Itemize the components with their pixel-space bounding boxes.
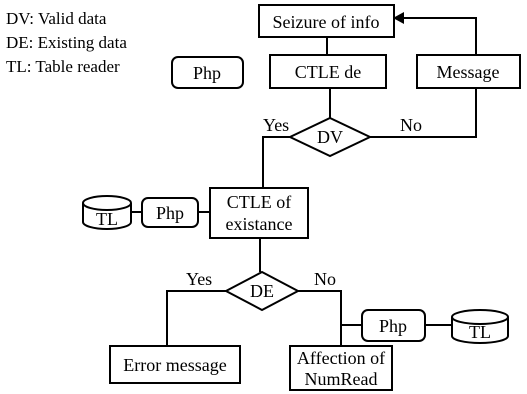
edge-message-to-seizure xyxy=(402,17,477,55)
node-tl-right-label: TL xyxy=(469,322,491,342)
connectors xyxy=(130,12,477,346)
node-message: Message xyxy=(416,54,521,89)
node-ctle-de-label: CTLE de xyxy=(295,62,361,82)
edge-de-no-to-affection xyxy=(298,290,342,346)
node-error-message-label: Error message xyxy=(123,355,226,375)
node-de-decision: DE xyxy=(223,270,301,312)
node-php-right: Php xyxy=(361,309,426,342)
edge-de-yes-label: Yes xyxy=(186,269,212,289)
edge-dv-yes-label: Yes xyxy=(263,115,289,135)
node-dv-label: DV xyxy=(317,127,343,147)
node-ctle-exist-line1: CTLE of xyxy=(227,192,292,212)
node-ctle-exist-line2: existance xyxy=(226,214,293,234)
node-php-top: Php xyxy=(171,56,244,89)
node-affection-line2: NumRead xyxy=(305,369,378,389)
edge-dv-yes-to-ctle-exist xyxy=(262,136,290,188)
node-de-label: DE xyxy=(250,281,274,301)
node-seizure-of-info: Seizure of info xyxy=(258,4,395,38)
node-ctle-existance: CTLE of existance xyxy=(209,187,309,239)
node-tl-left-label: TL xyxy=(96,209,118,229)
node-ctle-de: CTLE de xyxy=(269,54,387,89)
edge-dv-no-to-message xyxy=(370,88,477,138)
node-php-left-label: Php xyxy=(156,203,184,223)
node-affection-numread: Affection of NumRead xyxy=(289,345,393,391)
arrowhead xyxy=(393,12,404,24)
legend-de: DE: Existing data xyxy=(6,33,127,52)
node-tl-left-cylinder: TL xyxy=(82,195,132,230)
node-message-label: Message xyxy=(437,62,500,82)
node-seizure-label: Seizure of info xyxy=(273,12,380,32)
node-tl-right-cylinder: TL xyxy=(451,309,509,344)
legend-dv: DV: Valid data xyxy=(6,9,107,28)
edge-de-no-label: No xyxy=(314,269,336,289)
legend-tl: TL: Table reader xyxy=(6,57,120,76)
node-php-left: Php xyxy=(141,197,199,228)
edge-de-yes-to-error xyxy=(166,290,226,346)
node-php-top-label: Php xyxy=(193,63,221,83)
edge-dv-no-label: No xyxy=(400,115,422,135)
node-php-right-label: Php xyxy=(379,316,407,336)
node-affection-line1: Affection of xyxy=(297,348,385,368)
node-error-message: Error message xyxy=(109,345,241,384)
node-dv-decision: DV xyxy=(287,116,373,158)
